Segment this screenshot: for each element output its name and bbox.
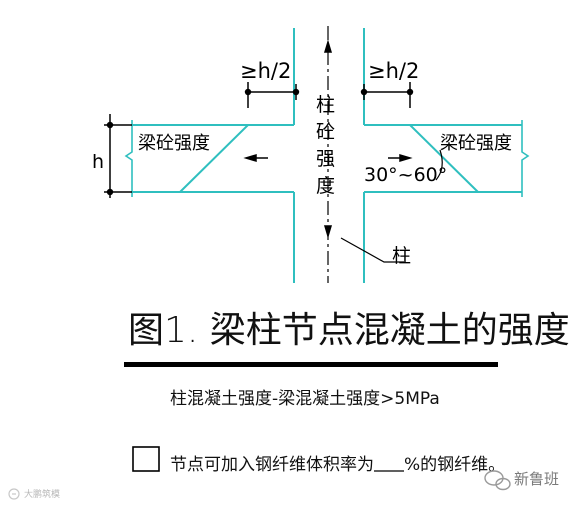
dimension-dots (106, 88, 414, 196)
note-checkbox[interactable] (132, 446, 160, 472)
title-underline (124, 362, 498, 367)
angle-arc (435, 149, 443, 181)
dim-left-label: ≥h/2 (240, 59, 291, 83)
dim-right-label: ≥h/2 (368, 59, 419, 83)
beam-right-label: 梁砼强度 (440, 133, 512, 154)
note-text-after: %的钢纤维。 (404, 455, 505, 475)
column-label-2: 砼 (316, 121, 335, 143)
column-leader-label: 柱 (392, 245, 411, 267)
strength-rule: 柱混凝土强度-梁混凝土强度>5MPa (170, 389, 440, 409)
height-label: h (92, 151, 104, 173)
note-text-before: 节点可加入钢纤维体积率为 (170, 455, 374, 475)
beam-left-label: 梁砼强度 (138, 133, 210, 154)
column-label-4: 度 (316, 175, 335, 197)
angle-label: 30°~60° (364, 164, 447, 186)
watermark-left: 大鹏筑模 (24, 488, 60, 500)
watermark-left-logo-icon (8, 488, 20, 500)
column-outline (293, 28, 365, 283)
column-label-1: 柱 (316, 94, 335, 116)
arrow-markers (243, 39, 413, 239)
beam-outline (132, 124, 522, 193)
column-leader-line (340, 237, 404, 263)
wechat-logo-icon (484, 470, 511, 491)
figure-title: 图1. 梁柱节点混凝土的强度 (128, 310, 570, 351)
column-label-3: 强 (316, 148, 335, 170)
watermark-right: 新鲁班 (514, 470, 559, 488)
beam-break-marks (124, 120, 530, 197)
